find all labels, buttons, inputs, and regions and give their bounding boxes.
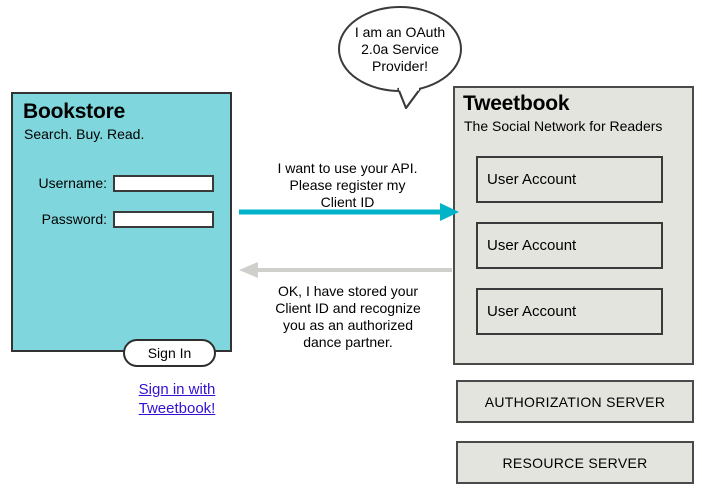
authorization-server-label: AUTHORIZATION SERVER [484,393,666,410]
speech-bubble: I am an OAuth 2.0a Service Provider! [336,4,464,109]
response-message-caption: OK, I have stored your Client ID and rec… [275,283,421,350]
bookstore-panel: Bookstore Search. Buy. Read. Username: P… [11,92,232,417]
user-account-label: User Account [487,237,577,254]
user-account-box[interactable]: User Account [476,156,663,203]
sign-in-with-tweetbook-link[interactable]: Sign in with Tweetbook! [138,381,216,417]
password-field-row: Password: [31,210,214,228]
password-label: Password: [41,211,107,227]
resource-server-label: RESOURCE SERVER [502,454,648,471]
bookstore-tagline: Search. Buy. Read. [24,126,145,142]
username-label: Username: [38,175,107,191]
user-account-box[interactable]: User Account [476,288,663,335]
authorization-server-box: AUTHORIZATION SERVER [456,380,694,423]
speech-bubble-shape [338,6,462,109]
tweetbook-panel: Tweetbook The Social Network for Readers… [453,86,694,365]
resource-server-box: RESOURCE SERVER [456,441,694,484]
sign-in-button[interactable]: Sign In [123,339,216,367]
password-input[interactable] [113,210,214,228]
bookstore-title: Bookstore [23,100,126,123]
username-input[interactable] [113,174,214,192]
user-account-label: User Account [487,171,577,188]
user-account-box[interactable]: User Account [476,222,663,269]
user-account-label: User Account [487,303,577,320]
username-field-row: Username: [31,174,214,192]
response-arrow [239,262,452,278]
tweetbook-tagline: The Social Network for Readers [464,118,663,134]
speech-bubble-text: I am an OAuth 2.0a Service Provider! [354,24,446,74]
request-message-caption: I want to use your API. Please register … [277,160,418,210]
tweetbook-title: Tweetbook [463,92,570,115]
